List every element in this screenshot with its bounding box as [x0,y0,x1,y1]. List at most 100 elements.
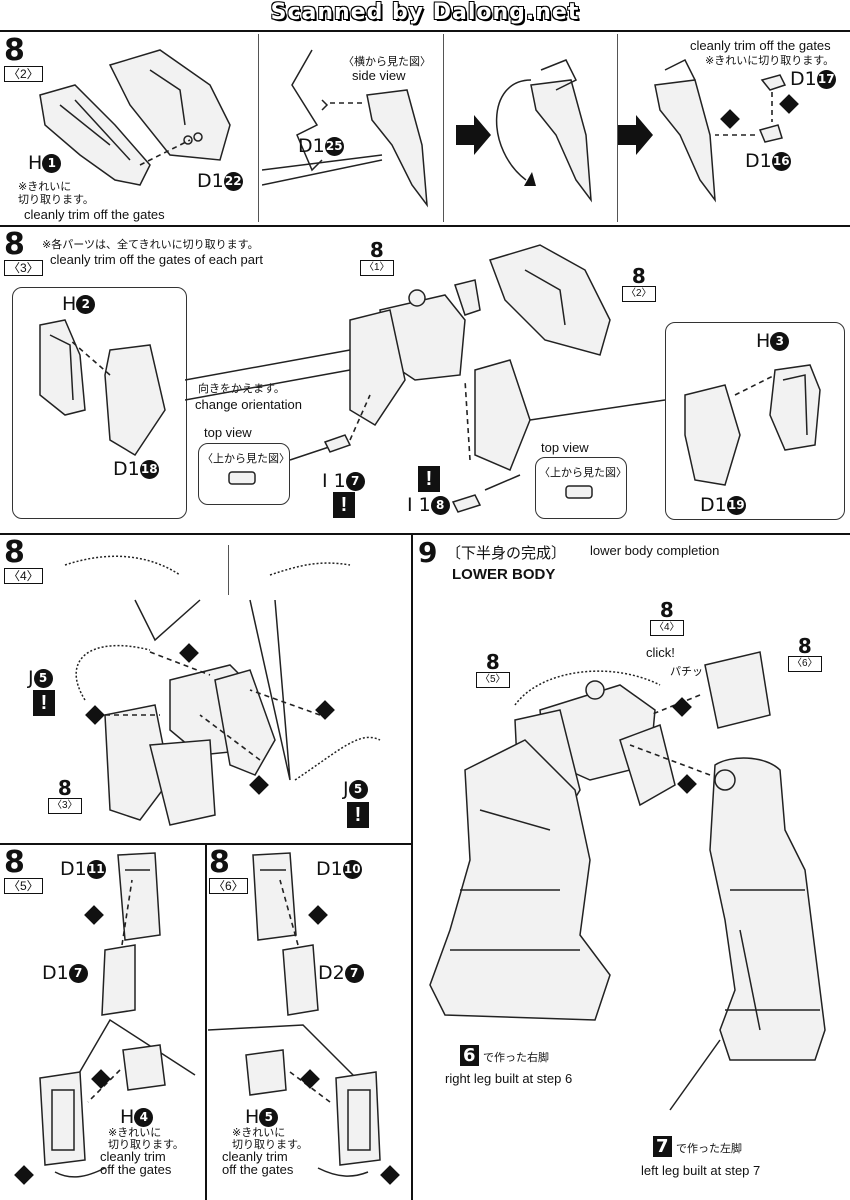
side-skirt-part [704,651,771,729]
part-d1-25 [291,49,323,172]
next-step-arrow [456,115,491,155]
part-code: H [756,330,771,352]
part-number: 18 [139,460,159,479]
part-number: 5 [33,669,53,688]
ref-step-substep: 〈1〉 [360,260,394,276]
part-code: D1 [60,858,87,880]
top-view-label-en: top view [541,440,589,455]
order-marker [720,109,740,129]
separator [617,34,618,222]
callout-line [208,1024,359,1081]
part-i1-8-top [565,485,593,499]
part-number: 16 [771,152,791,171]
order-marker [380,1165,400,1185]
part-d1-17 [760,74,787,91]
assembled-inner [347,1089,371,1151]
part-h1-inner [108,49,231,161]
ref-step-8-1: 8 〈1〉 [360,240,394,276]
part-number: 3 [770,332,790,351]
part-detail [782,374,808,436]
order-marker [308,905,328,925]
part-label-d1-17: D117 [790,68,836,90]
left-leg [709,757,826,1061]
part-d1-7 [101,944,136,1016]
step-substep: 〈5〉 [4,878,43,894]
caution-icon: ! [347,802,369,828]
step-8-2-header: 8 〈2〉 [4,36,43,82]
part-number: 5 [348,780,368,799]
left-leg-note-en: left leg built at step 7 [641,1163,761,1178]
divider-step9 [411,533,413,1200]
hose-attached-right [294,736,381,781]
left-leg-label-jp: 7 で作った左脚 [653,1136,742,1157]
gates-note-en: cleanly trim off the gates of each part [50,252,263,267]
part-code: D1 [298,135,325,157]
part-number: 4 [134,1108,154,1127]
step-number: 8 [4,33,25,68]
part-h3-drawing [684,364,821,486]
part-h2-drawing [39,319,166,457]
assembly-arrow [279,879,299,946]
callout-line [134,599,291,781]
step-8-4-drawing [64,555,381,826]
step-substep: 〈3〉 [4,260,43,276]
callout-line [669,1039,721,1111]
ref-step-substep: 〈6〉 [788,656,822,672]
ref-step-8-5: 8 〈5〉 [476,652,510,688]
divider-step8-4 [0,533,850,535]
part-d1-10 [252,852,297,941]
waist-hose [514,670,661,706]
part-number: 25 [324,137,344,156]
part-code: D1 [790,68,817,90]
caution-icon: ! [418,466,440,492]
part-code: H [28,152,43,174]
part-number: 7 [344,964,364,983]
ref-step-8-2: 8 〈2〉 [622,266,656,302]
hose-attached-left [75,644,151,701]
right-leg-note-en: right leg built at step 6 [445,1071,573,1086]
step-9-title-jp: 〔下半身の完成〕 [446,544,567,562]
part-code: D2 [318,962,345,984]
top-view-part [565,485,593,499]
trim-note-en: cleanly trim off the gates [222,1149,294,1177]
banner-text: Scanned by Dalong.net [270,0,580,25]
part-code: D1 [113,458,140,480]
front-skirt-left [349,309,406,427]
part-label-d1-25: D125 [298,135,344,157]
caution-icon: ! [333,492,355,518]
top-view-bubble-right [535,457,627,519]
part-h2 [39,319,86,416]
assembly-arrow [199,714,261,761]
right-leg-label-jp: 6 で作った右脚 [460,1045,549,1066]
trim-note-en: cleanly trim off the gates [100,1149,172,1177]
order-marker [14,1165,34,1185]
side-view-label-jp: 〈横から見た図〉 [343,55,431,68]
part-number: 10 [342,860,362,879]
order-marker [179,643,199,663]
trim-note-jp: ※きれいに 切り取ります。 [108,1126,184,1151]
step-8-3-main-drawing [185,244,665,513]
part-h4 [122,1044,166,1091]
order-marker [315,700,335,720]
step-substep: 〈2〉 [4,66,43,82]
order-marker [85,705,105,725]
top-view-part [228,471,256,485]
rotate-arrow-head [524,172,536,186]
step-substep: 〈4〉 [4,568,43,584]
part-number: 5 [259,1108,279,1127]
separator [258,34,259,222]
peg [183,135,193,145]
part-i1-8 [451,494,482,513]
detail-bubble-left [12,287,187,519]
part-code: I 1 [322,470,346,492]
part-d1-18 [104,344,166,457]
front-skirt-right [149,739,216,826]
divider-step8-6 [205,843,207,1200]
front-skirt-right [474,359,531,471]
step-9-subtitle: LOWER BODY [452,566,556,583]
